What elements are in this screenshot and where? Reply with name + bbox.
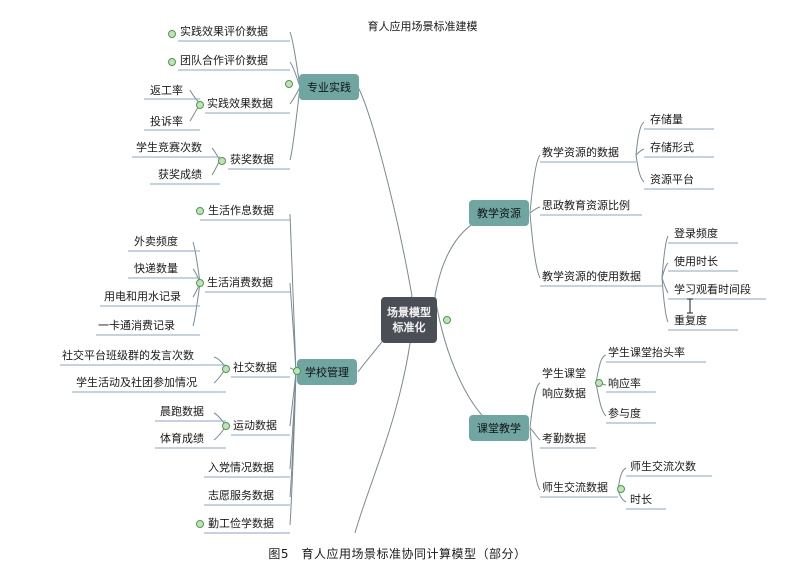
club-participation: 学生活动及社团参加情况 — [76, 376, 197, 389]
consumption-data: 生活消费数据 — [207, 276, 273, 289]
expand-dot[interactable] — [285, 80, 293, 88]
repetition-degree: 重复度 — [674, 314, 707, 327]
root-line-2: 标准化 — [392, 321, 426, 334]
parcel-count: 快递数量 — [134, 262, 178, 275]
storage-format: 存储形式 — [650, 141, 694, 154]
expand-dot[interactable] — [595, 379, 603, 387]
resource-usage-data: 教学资源的使用数据 — [542, 270, 641, 283]
usage-duration: 使用时长 — [674, 255, 718, 268]
expand-dot[interactable] — [196, 279, 204, 287]
expand-dot[interactable] — [617, 485, 625, 493]
node-professional-practice[interactable]: 专业实践 — [299, 74, 359, 100]
participation: 参与度 — [608, 407, 641, 420]
rework-rate: 返工率 — [150, 84, 183, 97]
storage-amount: 存储量 — [650, 113, 683, 126]
complaint-rate: 投诉率 — [150, 115, 183, 128]
response-data-line-2: 响应数据 — [542, 387, 586, 400]
resource-data: 教学资源的数据 — [542, 146, 619, 159]
expand-dot[interactable] — [222, 422, 230, 430]
sports-data: 运动数据 — [233, 419, 277, 432]
root-expand-dot[interactable] — [443, 316, 451, 324]
login-frequency: 登录频度 — [674, 227, 718, 240]
response-rate: 响应率 — [608, 377, 641, 390]
head-up-rate: 学生课堂抬头率 — [608, 346, 685, 359]
award-results: 获奖成绩 — [158, 168, 202, 181]
social-data: 社交数据 — [233, 361, 277, 374]
competition-count: 学生竞赛次数 — [136, 141, 202, 154]
practice-effect-data: 实践效果数据 — [207, 97, 273, 110]
card-records: 一卡通消费记录 — [98, 319, 175, 332]
expand-dot[interactable] — [293, 367, 301, 375]
root-node[interactable]: 场景模型 标准化 — [381, 297, 437, 343]
group-chat-count: 社交平台班级群的发言次数 — [62, 349, 194, 362]
awards-data: 获奖数据 — [230, 153, 274, 166]
expand-dot[interactable] — [196, 207, 204, 215]
morning-run-data: 晨跑数据 — [160, 405, 204, 418]
practice-eval-data: 实践效果评价数据 — [180, 25, 268, 38]
viewing-time-period: 学习观看时间段 — [674, 283, 751, 296]
expand-dot[interactable] — [196, 101, 204, 109]
interaction-data: 师生交流数据 — [542, 481, 608, 494]
diagram-title: 育人应用场景标准建模 — [367, 20, 478, 33]
party-data: 入党情况数据 — [208, 461, 274, 474]
takeout-frequency: 外卖频度 — [134, 235, 178, 248]
expand-dot[interactable] — [196, 520, 204, 528]
work-study-data: 勤工俭学数据 — [208, 517, 274, 530]
expand-dot[interactable] — [168, 58, 176, 66]
resource-platform: 资源平台 — [650, 173, 694, 186]
expand-dot[interactable] — [222, 365, 230, 373]
interaction-duration: 时长 — [630, 493, 652, 506]
volunteer-data: 志愿服务数据 — [208, 489, 274, 502]
expand-dot[interactable] — [218, 157, 226, 165]
utility-records: 用电和用水记录 — [104, 290, 181, 303]
figure-caption: 图5 育人应用场景标准协同计算模型（部分） — [268, 547, 527, 561]
node-teaching-resources[interactable]: 教学资源 — [469, 200, 529, 226]
node-classroom-teaching[interactable]: 课堂教学 — [469, 415, 529, 441]
team-eval-data: 团队合作评价数据 — [180, 54, 268, 67]
response-data-line-1: 学生课堂 — [542, 367, 586, 380]
ideological-ratio: 思政教育资源比例 — [542, 199, 630, 212]
node-school-management[interactable]: 学校管理 — [297, 359, 357, 385]
schedule-data: 生活作息数据 — [208, 204, 274, 217]
pe-grades: 体育成绩 — [160, 432, 204, 445]
attendance-data: 考勤数据 — [542, 432, 586, 445]
interaction-count: 师生交流次数 — [630, 460, 696, 473]
expand-dot[interactable] — [168, 30, 176, 38]
root-line-1: 场景模型 — [387, 306, 431, 319]
